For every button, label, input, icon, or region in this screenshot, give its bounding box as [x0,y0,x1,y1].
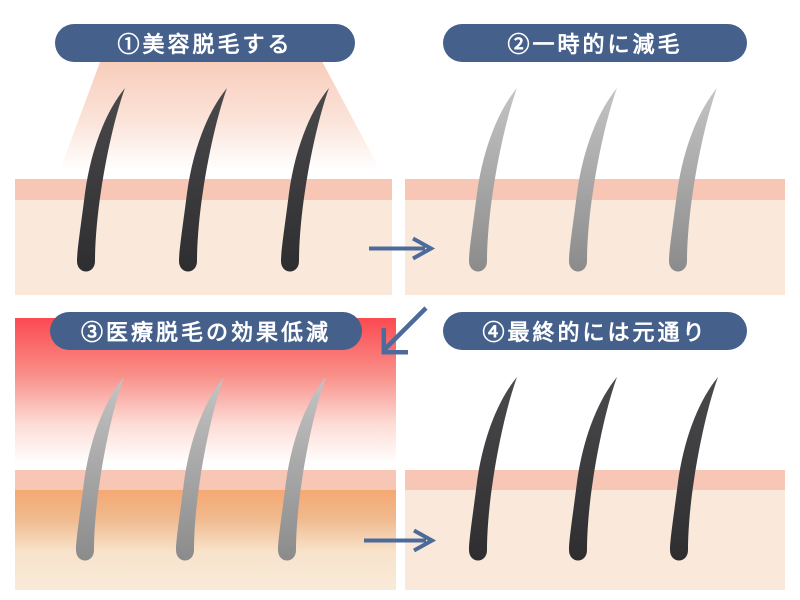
skin-body [405,200,785,295]
skin-body [15,200,392,295]
hair-strand [278,377,326,561]
hair-strand [569,88,617,272]
hair-strand [76,377,124,561]
hair-strand [77,88,125,272]
panel-step-1: ①美容脱毛する [15,24,392,295]
hair-strand [569,377,617,561]
hair-strand [469,377,517,561]
panel-step-2: ②一時的に減毛 [405,24,785,295]
arrow-right-icon [369,236,437,261]
step-label-1: ①美容脱毛する [55,24,355,62]
hair-strand [469,88,517,272]
hair-strand [179,88,227,272]
panel-step-3: ③医療脱毛の効果低減 [15,308,396,590]
step-label-2: ②一時的に減毛 [443,24,747,62]
step-label-3: ③医療脱毛の効果低減 [50,312,362,350]
hair-strand [281,88,329,272]
step-label-1-text: ①美容脱毛する [117,32,293,57]
panel-step-4: ④最終的には元通り [405,308,785,590]
skin-body [405,490,785,590]
gray-hairs [469,88,717,272]
dark-hairs [469,377,718,561]
step-label-4-text: ④最終的には元通り [482,320,708,345]
dark-hairs [77,88,329,272]
step-label-4: ④最終的には元通り [443,312,747,350]
arrow-right-icon [364,528,438,553]
step-label-3-text: ③医療脱毛の効果低減 [80,320,331,345]
step-label-2-text: ②一時的に減毛 [507,32,683,57]
hair-strand [670,377,718,561]
gray-hairs [76,377,326,561]
arrow-down-left-icon [374,302,432,360]
hair-strand [669,88,717,272]
hair-strand [176,377,224,561]
